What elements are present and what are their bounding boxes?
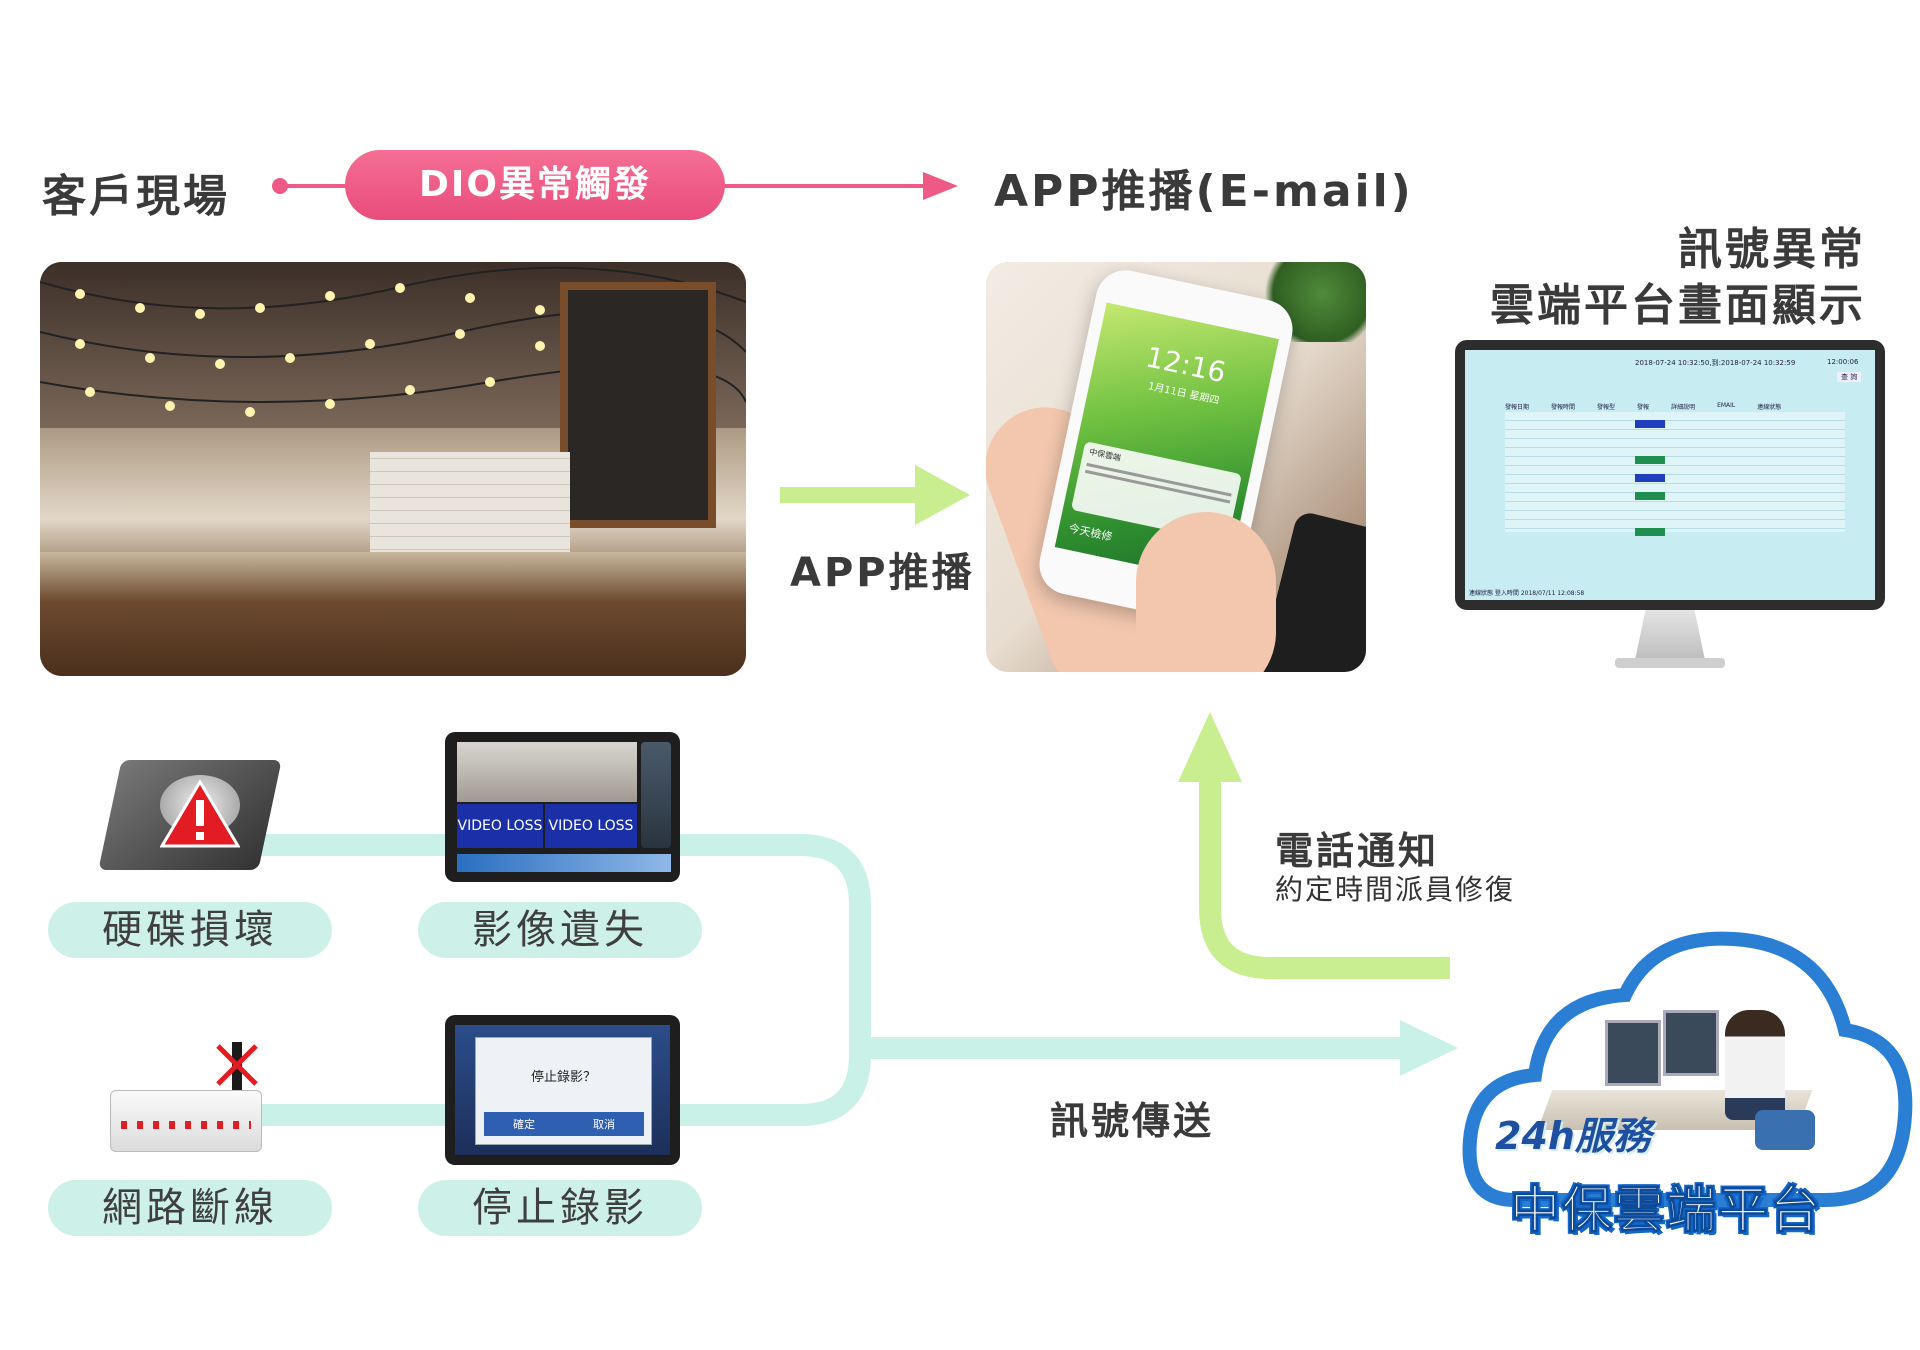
control-panel [641,742,671,848]
router-antenna [232,1042,242,1102]
service-24h-label: 24h服務 [1495,1114,1651,1158]
dialog-ok-button[interactable]: 確定 [513,1118,535,1131]
dialog-cancel-button[interactable]: 取消 [593,1118,615,1131]
hdd-image [90,740,290,890]
col-date: 發報日期 [1505,404,1530,411]
camera-room-view [457,742,637,802]
cloud-display-title-line2: 雲端平台畫面顯示 [1490,280,1866,331]
col-email: EMAIL [1717,402,1736,409]
col-detail: 詳細說明 [1671,404,1696,411]
site-label: 客戶現場 [42,171,230,222]
console-monitor [1605,1020,1661,1086]
stop-record-label: 停止錄影 [418,1180,702,1236]
menu-board [560,282,716,528]
cafe-counter [40,551,746,676]
video-loss-tag-2: VIDEO LOSS [548,818,634,834]
console-monitor-2 [1663,1010,1719,1076]
signal-send-label: 訊號傳送 [1050,1099,1215,1143]
col-type: 發報型 [1597,404,1616,411]
stop-record-screen: 停止錄影？ 確定 取消 [445,1015,680,1165]
network-label: 網路斷線 [48,1180,332,1236]
cafe-photo [40,262,746,676]
phone-notify-sub: 約定時間派員修復 [1275,873,1516,906]
phone-photo: 12:16 1月11日 星期四 中保雲端 今天檢修 [986,262,1366,672]
cloud-display-title-line1: 訊號異常 [1678,224,1866,275]
status-cell [1635,456,1665,464]
stop-record-dialog-title: 停止錄影？ [530,1070,596,1085]
hdd-label: 硬碟損壞 [48,902,332,958]
video-loss-screen: VIDEO LOSS VIDEO LOSS [445,732,680,882]
col-time: 發報時間 [1551,404,1576,411]
stop-record-dialog: 停止錄影？ 確定 取消 [475,1037,652,1145]
app-push-email-text: APP推播(E-mail) [994,166,1414,217]
monitor-clock: 12:00:06 [1827,358,1859,366]
stop-record-dialog-buttons: 確定 取消 [484,1112,644,1136]
video-loss-label: 影像遺失 [418,902,702,958]
phone-notify-label: 電話通知 [1275,829,1440,873]
hand-right [1136,512,1276,672]
warning-icon [160,780,240,848]
monitor-neck [1635,610,1705,660]
cloud-display-title: 訊號異常 雲端平台畫面顯示 [1490,222,1866,334]
router-image [100,1040,270,1160]
monitor-screen: 2018-07-24 10:32:50,到:2018-07-24 10:32:5… [1465,350,1875,600]
operator-chair [1755,1110,1815,1150]
monitor-table-header: 發報日期 發報時間 發報型 發報 詳細說明 EMAIL 連線狀態 [1505,402,1845,411]
operator-console [1537,990,1815,1160]
monitor-status-bar: 連線狀態 登入時間 2018/07/11 12:08:58 [1469,590,1585,597]
video-loss-panel-1: VIDEO LOSS [457,804,543,848]
monitor-bezel: 2018-07-24 10:32:50,到:2018-07-24 10:32:5… [1455,340,1885,610]
monitor-table-body [1505,412,1845,536]
cafe-wall-tiles [370,452,570,562]
status-cell [1635,528,1665,536]
status-cell [1635,474,1665,482]
status-cell [1635,492,1665,500]
monitor: 2018-07-24 10:32:50,到:2018-07-24 10:32:5… [1455,340,1885,680]
router-body [110,1090,262,1152]
col-code: 發報 [1637,404,1650,411]
video-loss-tag-1: VIDEO LOSS [457,818,543,834]
monitor-base [1615,658,1725,668]
status-cell [1635,420,1665,428]
disconnect-x-icon [216,1044,258,1086]
status-strip [457,854,671,872]
app-push-email-label: APP推播(E-mail) [994,155,1414,219]
platform-name: 中保雲端平台 [1510,1181,1822,1240]
notify-arrow [1178,712,1450,979]
video-loss-panel-2: VIDEO LOSS [545,804,637,848]
monitor-query-button[interactable]: 查 詢 [1837,372,1862,382]
col-status: 連線狀態 [1757,404,1782,411]
app-push-label: APP推播 [790,550,975,596]
operator-figure [1725,1010,1785,1120]
router-leds [121,1121,251,1129]
push-arrow [780,465,970,525]
monitor-header: 2018-07-24 10:32:50,到:2018-07-24 10:32:5… [1635,359,1796,367]
trigger-pill: DIO異常觸發 [345,150,725,220]
